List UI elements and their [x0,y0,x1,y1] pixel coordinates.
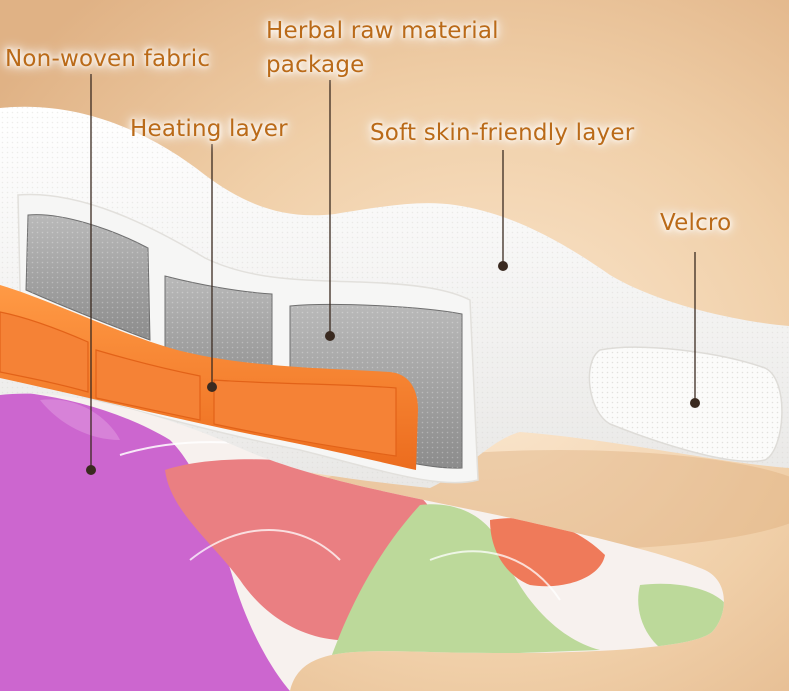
label-herbal-line2: package [266,48,365,82]
dot-heating [207,382,217,392]
dot-velcro [690,398,700,408]
label-non-woven-fabric: Non-woven fabric [5,42,210,76]
dot-non-woven [86,465,96,475]
label-herbal-line1: Herbal raw material [266,14,499,48]
dot-herbal [325,331,335,341]
label-velcro: Velcro [660,206,731,240]
dot-soft [498,261,508,271]
label-heating-layer: Heating layer [130,112,288,146]
label-soft-skin-layer: Soft skin-friendly layer [370,116,634,150]
